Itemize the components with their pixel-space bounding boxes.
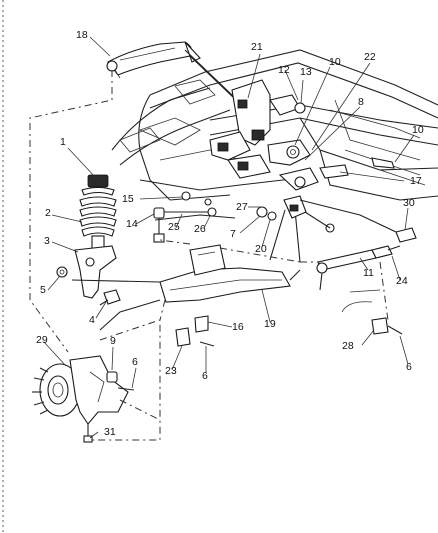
callout-23: 23 bbox=[165, 365, 177, 377]
callout-8: 8 bbox=[358, 96, 364, 108]
callout-1: 1 bbox=[60, 136, 66, 148]
callout-6-knuckle: 6 bbox=[132, 356, 138, 368]
callout-13: 13 bbox=[300, 66, 312, 78]
coil-spring-shock bbox=[74, 174, 117, 299]
lower-control-arm bbox=[71, 209, 301, 331]
callout-21: 21 bbox=[251, 41, 263, 53]
callout-31: 31 bbox=[104, 426, 116, 438]
callout-25: 25 bbox=[168, 221, 180, 233]
bolt-5 bbox=[56, 266, 68, 278]
callout-9: 9 bbox=[110, 335, 116, 347]
callout-18: 18 bbox=[76, 29, 88, 41]
callout-12: 12 bbox=[278, 64, 290, 76]
callout-2: 2 bbox=[45, 207, 51, 219]
callout-17: 17 bbox=[410, 175, 422, 187]
callout-3: 3 bbox=[44, 235, 50, 247]
callout-26: 26 bbox=[194, 223, 206, 235]
callout-10-right: 10 bbox=[412, 124, 424, 136]
callout-24: 24 bbox=[396, 275, 408, 287]
callout-15: 15 bbox=[122, 193, 134, 205]
tie-rod bbox=[316, 245, 401, 291]
callout-19: 19 bbox=[264, 318, 276, 330]
callout-30: 30 bbox=[403, 197, 415, 209]
callout-22: 22 bbox=[364, 51, 376, 63]
callout-14: 14 bbox=[126, 218, 138, 230]
bolt-4 bbox=[99, 289, 121, 306]
callout-27: 27 bbox=[236, 201, 248, 213]
callout-6-lower: 6 bbox=[202, 370, 208, 382]
callout-16: 16 bbox=[232, 321, 244, 333]
callout-28: 28 bbox=[342, 340, 354, 352]
lower-bracket bbox=[341, 289, 403, 335]
callout-10-top: 10 bbox=[329, 56, 341, 68]
callout-5: 5 bbox=[40, 284, 46, 296]
assembly-guide-lines bbox=[29, 70, 389, 441]
steering-knuckle-hub bbox=[32, 355, 135, 443]
callout-6-right: 6 bbox=[406, 361, 412, 373]
callout-20: 20 bbox=[255, 243, 267, 255]
callout-11: 11 bbox=[363, 267, 374, 279]
frame-rails bbox=[111, 49, 438, 201]
mount-parts bbox=[256, 195, 417, 243]
callout-7: 7 bbox=[230, 228, 236, 240]
ball-joint-parts bbox=[175, 315, 215, 347]
callout-4: 4 bbox=[89, 314, 95, 326]
sway-link bbox=[153, 191, 217, 243]
leader-lines bbox=[43, 36, 415, 439]
bracket-assembly bbox=[209, 79, 395, 191]
callout-29: 29 bbox=[36, 334, 48, 346]
